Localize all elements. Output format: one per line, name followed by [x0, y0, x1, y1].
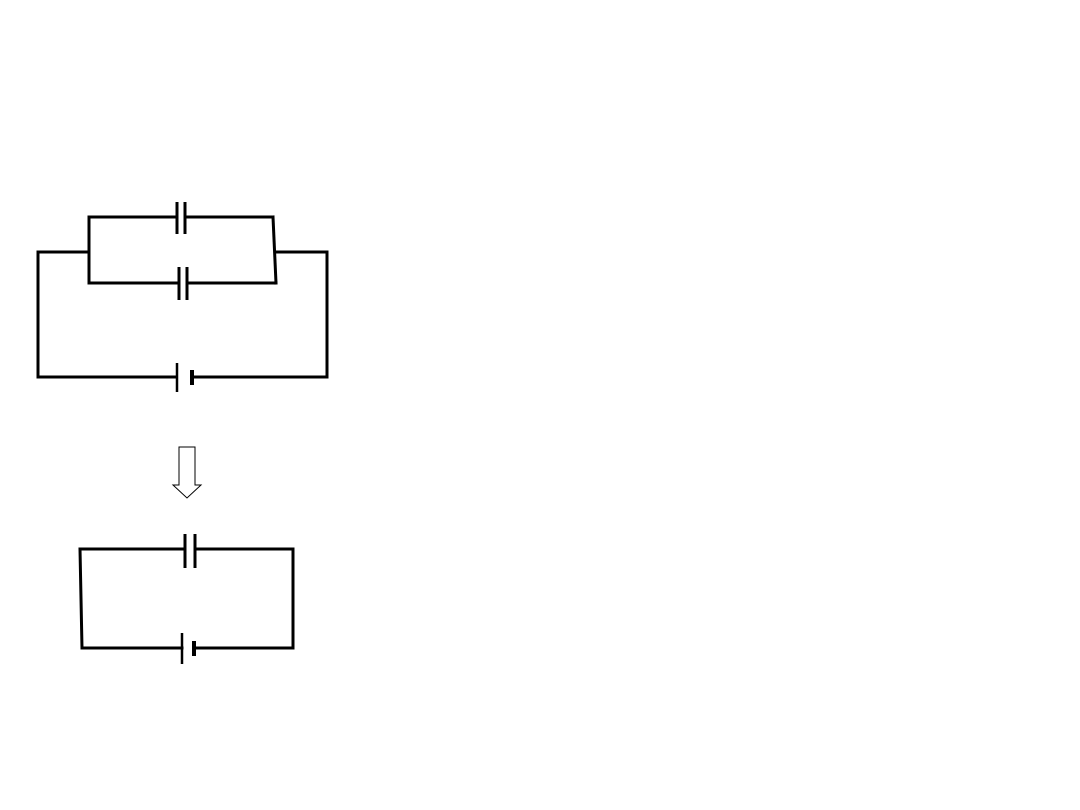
- equivalent-circuit-wire-right: [193, 547, 295, 650]
- battery-original: [175, 363, 194, 392]
- original-circuit: [36, 202, 329, 392]
- capacitor-equivalent: [183, 534, 197, 568]
- capacitor-bottom: [87, 267, 278, 300]
- original-circuit-outer-wire: [36, 250, 178, 379]
- equivalent-circuit-wire-left: [78, 547, 186, 650]
- battery-equivalent: [180, 633, 196, 664]
- parallel-branch-right-wire: [271, 215, 278, 285]
- equivalent-circuit: [78, 534, 295, 664]
- down-arrow-icon: [171, 446, 203, 499]
- down-arrow-shape: [171, 446, 203, 499]
- original-circuit-outer-wire-right: [190, 250, 329, 379]
- capacitor-top: [87, 202, 275, 234]
